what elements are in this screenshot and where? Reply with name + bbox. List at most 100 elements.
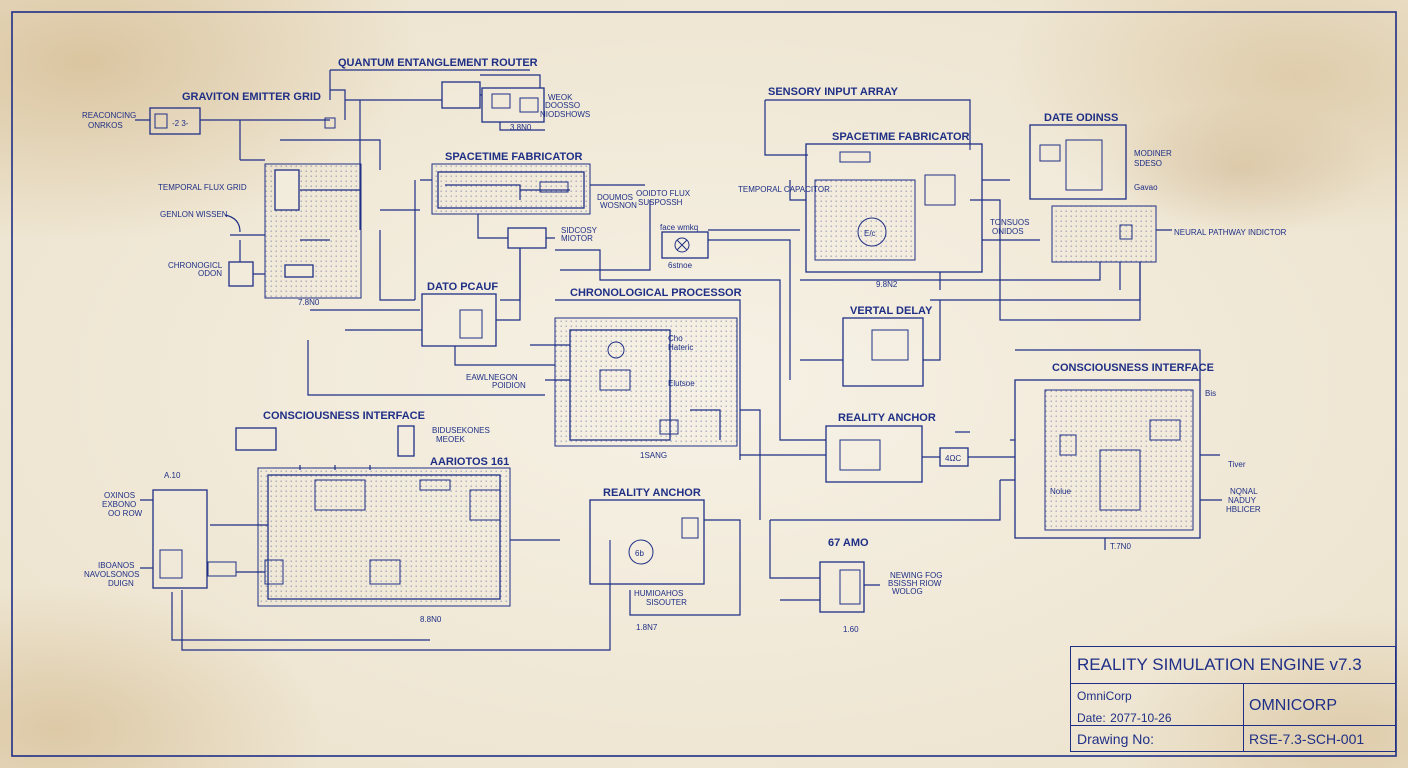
schematic-label: NQNAL [1230, 487, 1258, 496]
date-value: 2077-10-26 [1110, 711, 1172, 725]
schematic-label: OOIDTO FLUX [636, 189, 691, 198]
schematic-label: CHRONOGICL [168, 261, 223, 270]
schematic-label: Elutsoe [668, 379, 695, 388]
date-row: Date: 2077-10-26 [1077, 709, 1172, 727]
connector-block: OOIDTO FLUX SUSPOSSH face wmkq 6stnoe [560, 189, 800, 380]
schematic-label: AARIOTOS 161 [430, 456, 509, 468]
schematic-label: OXINOS [104, 491, 135, 500]
reality-anchor-mid: REALITY ANCHOR 4ΩC [740, 412, 1015, 483]
schematic-label: SUSPOSSH [638, 198, 683, 207]
spacetime-fabricator-left: SPACETIME FABRICATOR DOUMOS WOSNON SIDCO… [380, 151, 645, 301]
company-name: OmniCorp [1077, 689, 1132, 703]
schematic-label: CONSCIOUSNESS INTERFACE [1052, 362, 1214, 374]
routing-lines [307, 199, 1141, 520]
schematic-label: 67 AMO [828, 537, 869, 549]
schematic-label: A.10 [164, 471, 181, 480]
schematic-label: BIDUSEKONES [432, 426, 490, 435]
schematic-label: NEWING FOG [890, 571, 942, 580]
schematic-label: OO ROW [108, 509, 143, 518]
schematic-label: TEMPORAL FLUX GRID [158, 183, 247, 192]
schematic-label: POIDION [492, 381, 526, 390]
schematic-label: VERTAL DELAY [850, 305, 933, 317]
title-divider [1071, 683, 1395, 684]
schematic-label: REALITY ANCHOR [603, 487, 701, 499]
company-logo: OMNICORP [1249, 697, 1337, 714]
schematic-label: ODON [198, 269, 222, 278]
schematic-label: NEURAL PATHWAY INDICTOR [1174, 228, 1287, 237]
schematic-label: 6b [635, 549, 644, 558]
schematic-label: WOSNON [600, 201, 637, 210]
schematic-label: MIOTOR [561, 234, 593, 243]
amo-block: 67 AMO NEWING FOG BSISSH RIOW WOLOG 1.60 [769, 480, 1001, 634]
quantum-router-label: QUANTUM ENTANGLEMENT ROUTER [338, 57, 538, 69]
title-block: REALITY SIMULATION ENGINE v7.3 OmniCorp … [1070, 646, 1396, 752]
schematic-label: face wmkq [660, 223, 698, 232]
drawing-no-label: Drawing No: [1077, 731, 1155, 747]
schematic-label: HUMIOAHOS [634, 589, 683, 598]
drawing-title: REALITY SIMULATION ENGINE v7.3 [1077, 655, 1362, 674]
schematic-label: NADUY [1228, 496, 1257, 505]
schematic-label: TONSUOS [990, 218, 1029, 227]
schematic-label: Cho [668, 334, 683, 343]
logo-divider [1243, 683, 1244, 725]
schematic-label: SISOUTER [646, 598, 687, 607]
dato-pcauf-block: DATO PCAUF [345, 248, 555, 366]
drawing-border [11, 11, 1397, 757]
date-label: Date: [1077, 711, 1106, 725]
schematic-label: DUIGN [108, 579, 134, 588]
schematic-label: T.7N0 [1110, 542, 1131, 551]
schematic-label: Hateric [668, 343, 693, 352]
schematic-label: REACONCING [82, 111, 136, 120]
schematic-label: ONIDOS [992, 227, 1024, 236]
drawing-no-divider [1071, 725, 1395, 726]
consciousness-left-label: CONSCIOUSNESS INTERFACE [263, 410, 425, 422]
drawing-no-value: RSE-7.3-SCH-001 [1249, 731, 1365, 747]
schematic-label: E/c [864, 229, 876, 238]
schematic-label: WEOK [548, 93, 573, 102]
spacetime-left-label: SPACETIME FABRICATOR [445, 151, 583, 163]
schematic-label: IBOANOS [98, 561, 134, 570]
consciousness-interface-right: CONSCIOUSNESS INTERFACE Nolue Bis Tiver … [1014, 349, 1261, 551]
schematic-label: Gavao [1134, 183, 1158, 192]
schematic-label: -2 3- [172, 119, 189, 128]
drawing-no-split [1243, 725, 1244, 751]
schematic-label: ONRKOS [88, 121, 123, 130]
schematic-label: 8.8N0 [420, 615, 442, 624]
schematic-label: 6stnoe [668, 261, 693, 270]
consciousness-interface-left: CONSCIOUSNESS INTERFACE BIDUSEKONES MEOE… [164, 410, 560, 624]
temporal-flux-block: TEMPORAL FLUX GRID GENLON WISSEN CHRONOG… [158, 139, 420, 311]
schematic-label: SPACETIME FABRICATOR [832, 131, 970, 143]
schematic-label: TEMPORAL CAPACITOR [738, 185, 830, 194]
reality-anchor-bottom: REALITY ANCHOR 6b HUMIOAHOS SISOUTER 1.8… [589, 487, 741, 632]
schematic-label: WOLOG [892, 587, 923, 596]
schematic-label: 4ΩC [945, 454, 961, 463]
schematic-label: Bis [1205, 389, 1216, 398]
schematic-label: 1.60 [843, 625, 859, 634]
schematic-label: REALITY ANCHOR [838, 412, 936, 424]
schematic-label: DOOSSO [545, 101, 580, 110]
schematic-label: 9.8N2 [876, 280, 898, 289]
schematic-label: SIDCOSY [561, 226, 598, 235]
schematic-label: GENLON WISSEN [160, 210, 228, 219]
schematic-label: NAVOLSONOS [84, 570, 139, 579]
schematic-label: BSISSH RIOW [888, 579, 942, 588]
schematic-label: HBLICER [1226, 505, 1261, 514]
schematic-label: SDESO [1134, 159, 1162, 168]
sensory-input-array: SENSORY INPUT ARRAY SPACETIME FABRICATOR… [738, 86, 1040, 290]
schematic-label: DATE ODINSS [1044, 112, 1118, 124]
chronological-processor: CHRONOLOGICAL PROCESSOR Cho Hateric Elut… [466, 287, 742, 460]
schematic-label: DOUMOS [597, 193, 633, 202]
vertal-delay-block: VERTAL DELAY [800, 300, 941, 387]
schematic-label: EXBONO [102, 500, 136, 509]
chronological-label: CHRONOLOGICAL PROCESSOR [570, 287, 742, 299]
schematic-label: Tiver [1228, 460, 1246, 469]
graviton-emitter-grid: GRAVITON EMITTER GRID -2 3- REACONCING O… [82, 89, 346, 160]
left-input-block: OXINOS EXBONO OO ROW IBOANOS NAVOLSONOS … [84, 489, 611, 651]
sensory-array-label: SENSORY INPUT ARRAY [768, 86, 899, 98]
schematic-label: 1.8N7 [636, 623, 658, 632]
graviton-grid-label: GRAVITON EMITTER GRID [182, 91, 321, 103]
schematic-label: DATO PCAUF [427, 281, 498, 293]
schematic-label: EAWLNEGON [466, 373, 518, 382]
schematic-label: Nolue [1050, 487, 1071, 496]
